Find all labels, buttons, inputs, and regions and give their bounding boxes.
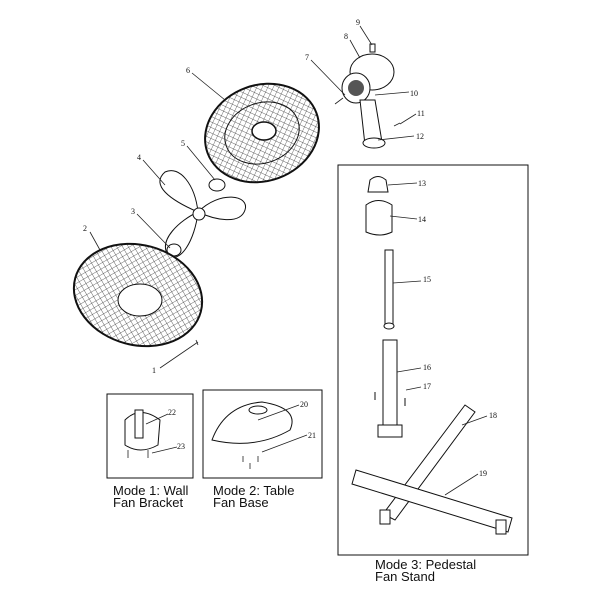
- callout-10: 10: [410, 89, 418, 98]
- callout-5: 5: [181, 139, 185, 148]
- callout-14: 14: [418, 215, 426, 224]
- callout-18: 18: [489, 411, 497, 420]
- callout-17: 17: [423, 382, 431, 391]
- callout-23: 23: [177, 442, 185, 451]
- callout-1: 1: [152, 366, 156, 375]
- callout-22: 22: [168, 408, 176, 417]
- callout-13: 13: [418, 179, 426, 188]
- mode2-caption-line1: Mode 2: Table: [213, 483, 294, 498]
- callout-6: 6: [186, 66, 190, 75]
- table-base: [211, 401, 293, 469]
- mode3-caption-line2: Fan Stand: [375, 569, 435, 584]
- leader-lines: [89, 25, 488, 496]
- wall-bracket: [124, 409, 161, 458]
- motor-assembly: [334, 43, 401, 149]
- callout-21: 21: [308, 431, 316, 440]
- callout-3: 3: [131, 207, 135, 216]
- callout-20: 20: [300, 400, 308, 409]
- nut: [208, 178, 226, 192]
- mode3-caption-line1: Mode 3: Pedestal: [375, 557, 476, 572]
- mode3-box: [337, 164, 529, 556]
- callout-12: 12: [416, 132, 424, 141]
- callout-11: 11: [417, 109, 425, 118]
- callout-15: 15: [423, 275, 431, 284]
- mode2-caption-line2: Fan Base: [213, 495, 269, 510]
- callout-7: 7: [305, 53, 309, 62]
- callout-2: 2: [83, 224, 87, 233]
- callout-19: 19: [479, 469, 487, 478]
- callout-16: 16: [423, 363, 431, 372]
- mode2-box: [202, 389, 323, 479]
- mode1-box: [106, 393, 194, 479]
- pedestal-parts: [351, 176, 513, 535]
- callout-8: 8: [344, 32, 348, 41]
- callout-9: 9: [356, 18, 360, 27]
- mode1-caption-line1: Mode 1: Wall: [113, 483, 188, 498]
- mode1-caption-line2: Fan Bracket: [113, 495, 183, 510]
- rear-grill: [204, 82, 320, 184]
- front-grill: [72, 242, 204, 348]
- callout-4: 4: [137, 153, 141, 162]
